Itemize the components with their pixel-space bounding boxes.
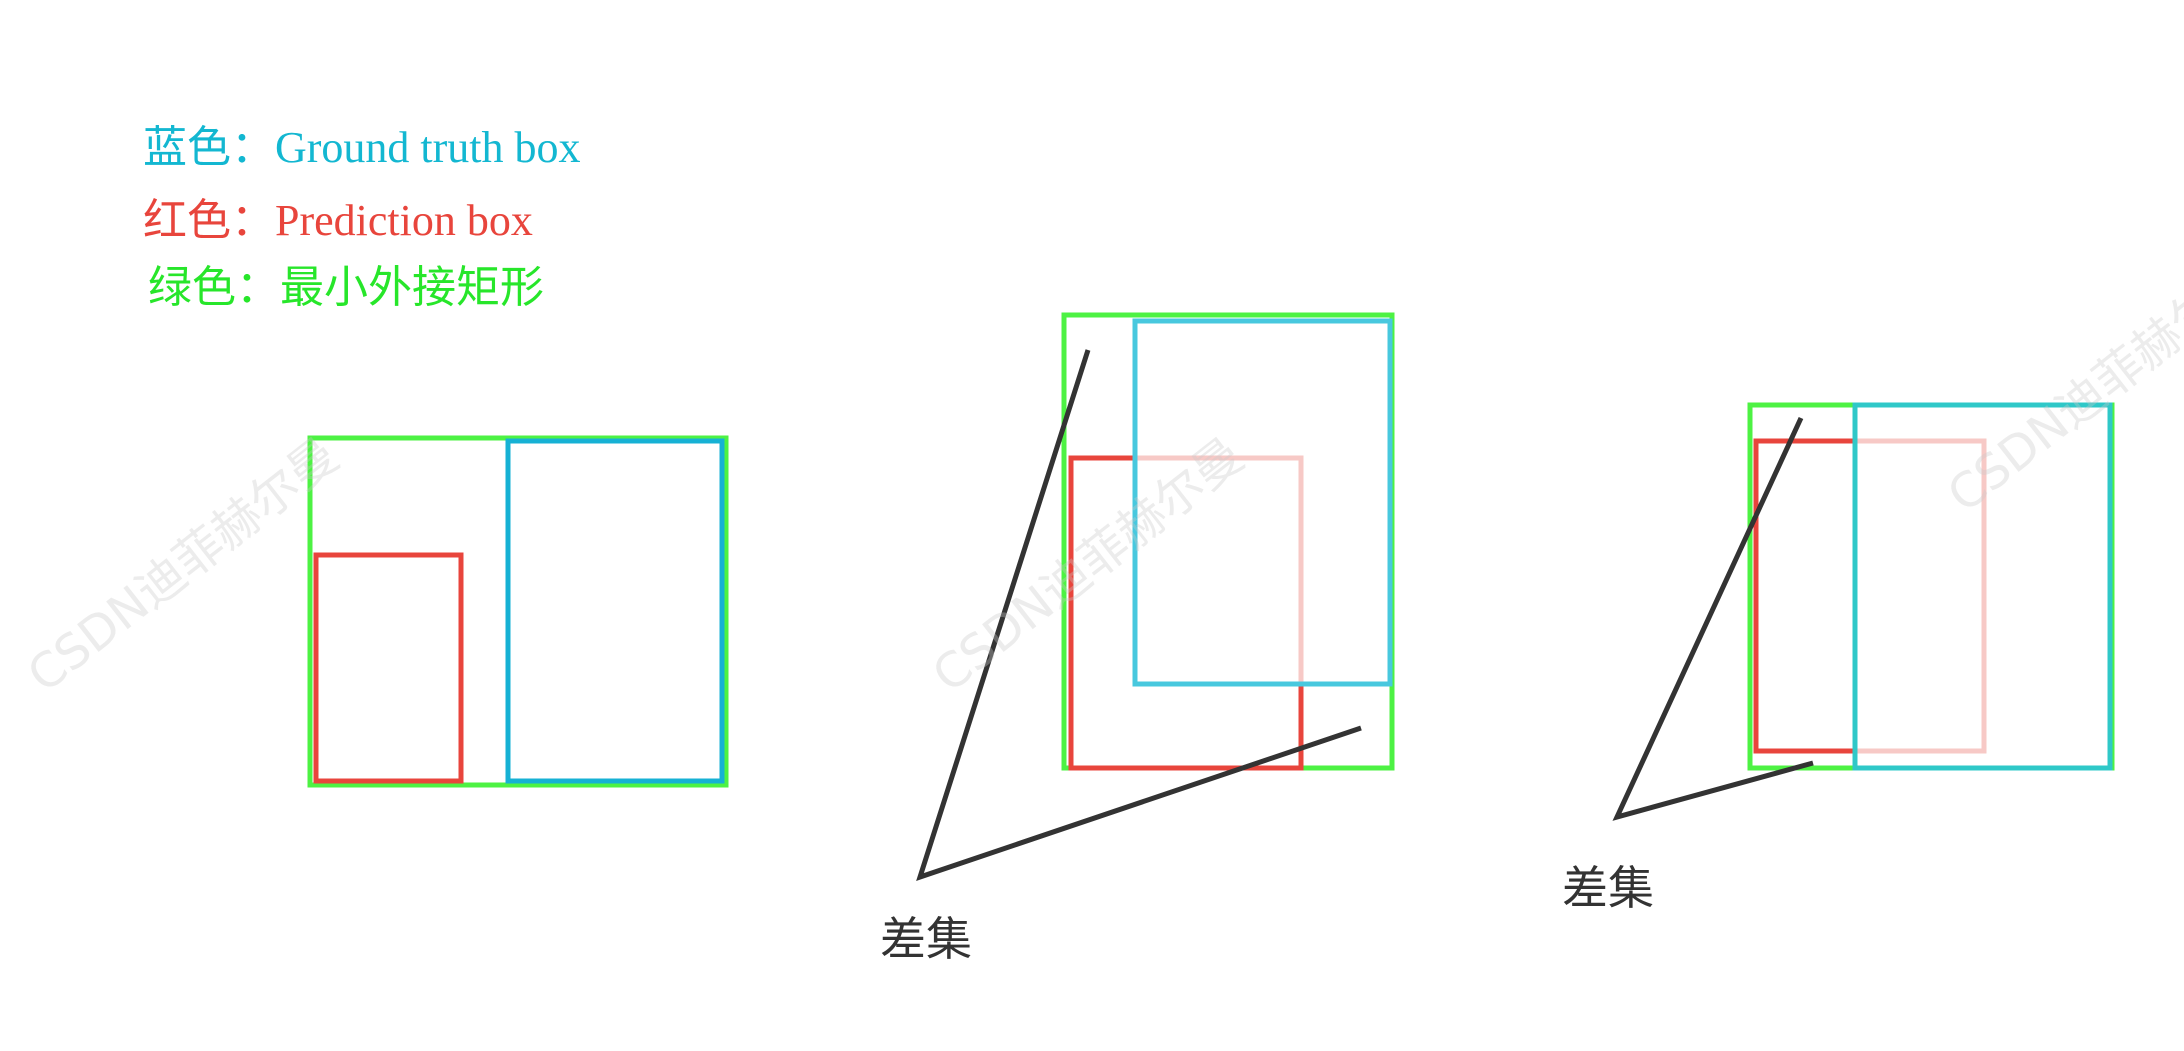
legend-enclosing-box: 绿色：最小外接矩形 [148,266,544,310]
ground-truth-box-2 [1132,318,1393,687]
diff-set-label: 差集 [1562,861,1654,915]
legend-blue-label: 蓝色： [143,122,275,173]
example-overlapping-boxes [916,312,1395,881]
prediction-box-1 [313,552,464,784]
legend-blue-text: Ground truth box [275,123,581,172]
legend-prediction: 红色：Prediction box [143,199,533,243]
legend-green-text: 最小外接矩形 [280,262,544,313]
example-separated-boxes [307,435,729,788]
diff-set-label: 差集 [880,912,972,966]
diff-pointer-2 [916,349,1362,881]
diff-pointer-3 [1612,416,1814,821]
legend-red-text: Prediction box [275,196,533,245]
prediction-box-3-visible-edges [1753,438,1855,754]
ground-truth-box-3 [1852,402,2113,771]
enclosing-box-1 [307,435,729,788]
example-side-overlap-boxes [1612,402,2115,821]
ground-truth-box-1 [505,438,725,784]
legend-green-label: 绿色： [148,262,280,313]
legend-ground-truth: 蓝色：Ground truth box [143,126,581,170]
enclosing-box-3 [1747,402,2115,771]
prediction-box-2-visible-edges [1068,455,1304,771]
legend-red-label: 红色： [143,195,275,246]
